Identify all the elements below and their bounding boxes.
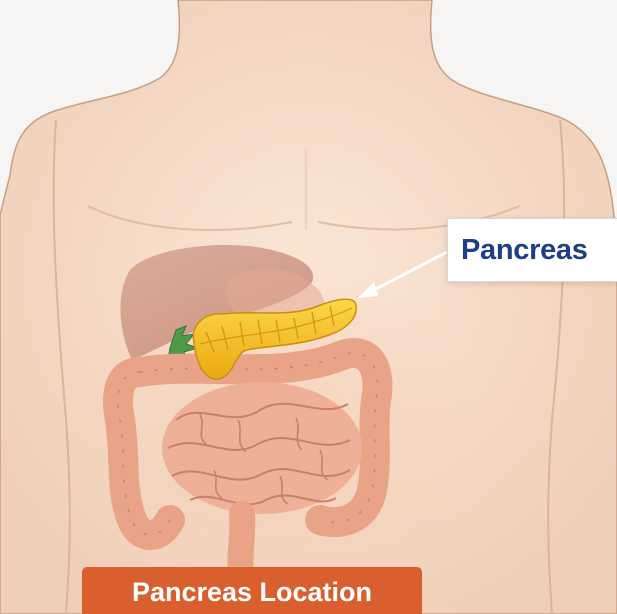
caption-label: Pancreas Location [132,577,372,608]
pancreas-callout: Pancreas [447,218,617,282]
caption-banner: Pancreas Location [82,567,422,614]
callout-label: Pancreas [461,234,588,267]
